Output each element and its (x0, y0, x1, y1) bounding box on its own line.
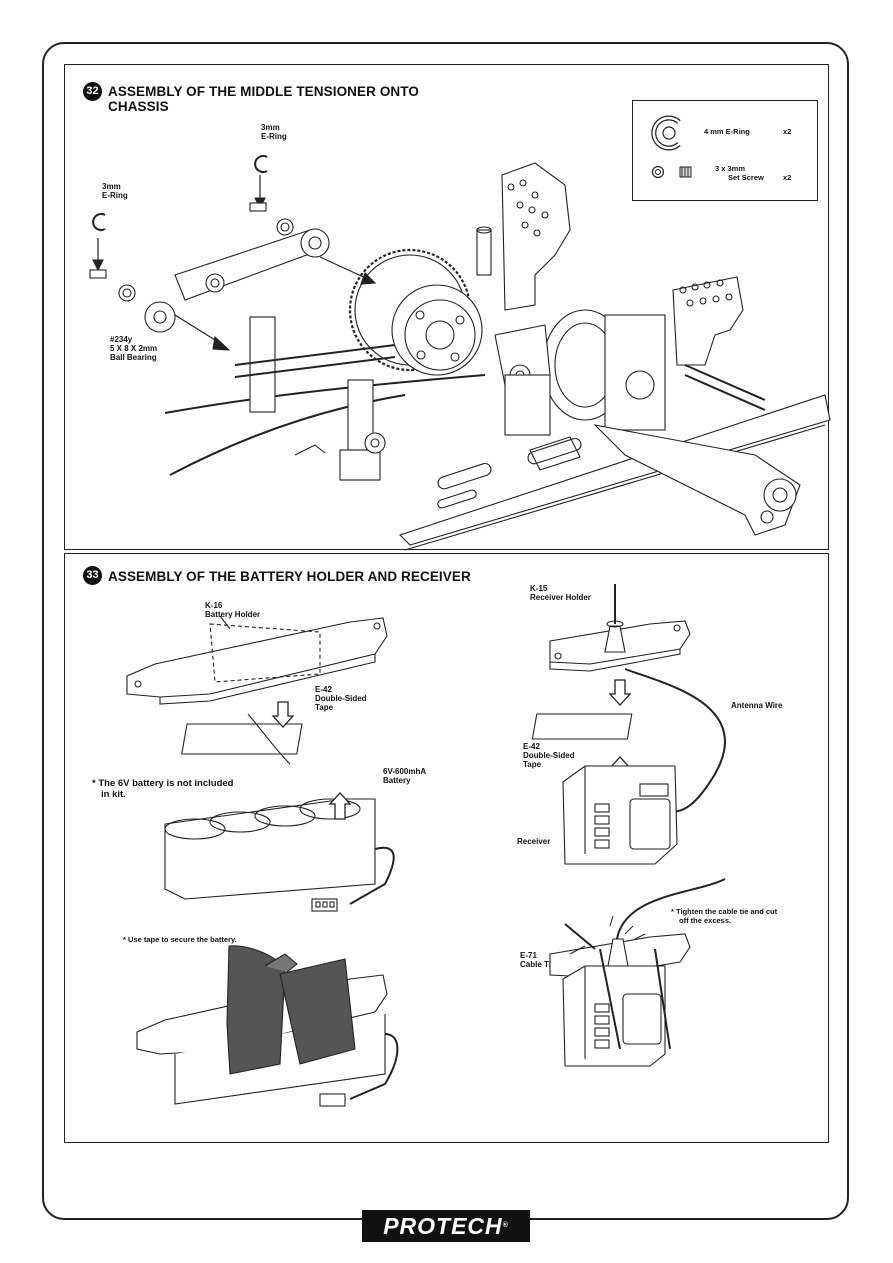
label-ering-left-size: 3mm (102, 182, 121, 191)
set-screw-icon (679, 166, 692, 178)
step32-panel: 32 ASSEMBLY OF THE MIDDLE TENSIONER ONTO… (64, 64, 831, 551)
label-receiver-holder: K-15 Receiver Holder (530, 584, 591, 602)
protech-logo: PROTECH® (362, 1210, 530, 1242)
receiver-holder-name: Receiver Holder (530, 593, 591, 602)
label-receiver: Receiver (517, 837, 551, 846)
battery-name: Battery (383, 776, 411, 785)
step32-parts-box: 4 mm E-Ring x2 3 x 3mm Set Screw x2 (632, 100, 818, 201)
battery-holder-code: K-16 (205, 601, 223, 610)
note-battery-line2: in kit. (101, 789, 126, 800)
note-use-tape: * Use tape to secure the battery. (123, 935, 237, 944)
battery-holder-plate (126, 617, 388, 698)
tape-left-code: E-42 (315, 685, 332, 694)
label-antenna-wire: Antenna Wire (731, 701, 783, 710)
label-ering-left-name: E-Ring (102, 191, 128, 200)
label-ering-top-size: 3mm (261, 123, 280, 132)
step33-panel: 33 ASSEMBLY OF THE BATTERY HOLDER AND RE… (64, 553, 829, 1143)
parts-ering-label: 4 mm E-Ring (704, 127, 750, 136)
label-ering-top-name: E-Ring (261, 132, 287, 141)
note-battery-line1: * The 6V battery is not included (92, 778, 234, 789)
tape-right-name-1: Double-Sided (523, 751, 575, 760)
registered-mark: ® (502, 1222, 509, 1229)
receiver-holder-code: K-15 (530, 584, 548, 593)
step32-title: ASSEMBLY OF THE MIDDLE TENSIONER ONTO CH… (108, 84, 419, 114)
label-bearing-code: #234y (110, 335, 133, 344)
parts-screw-qty: x2 (783, 173, 792, 182)
label-bearing-size: 5 X 8 X 2mm (110, 344, 158, 353)
tape-left-name-1: Double-Sided (315, 694, 367, 703)
step32-number-badge: 32 (83, 82, 102, 101)
tape-left-name-2: Tape (315, 703, 334, 712)
cable-tie-code: E-71 (520, 951, 537, 960)
battery-receiver-drawing (126, 584, 726, 1107)
chassis-assembly-drawing (89, 155, 831, 551)
step32-title-line1: ASSEMBLY OF THE MIDDLE TENSIONER ONTO (108, 84, 419, 99)
note-battery-not-included: * The 6V battery is not included in kit. (92, 778, 233, 800)
step33-title: ASSEMBLY OF THE BATTERY HOLDER AND RECEI… (108, 569, 471, 584)
label-ball-bearing: #234y 5 X 8 X 2mm Ball Bearing (110, 335, 157, 362)
tape-right-code: E-42 (523, 742, 540, 751)
parts-screw-label-2: Set Screw (728, 173, 764, 182)
cable-tie-name: Cable Tie (520, 960, 556, 969)
label-battery-holder: K-16 Battery Holder (205, 601, 260, 619)
label-ering-left: 3mm E-Ring (102, 182, 128, 200)
label-bearing-name: Ball Bearing (110, 353, 157, 362)
washer-icon (651, 165, 665, 179)
note-cable-tie-line2: off the excess. (679, 916, 732, 925)
step32-title-line2: CHASSIS (108, 99, 169, 114)
label-battery: 6V-600mhA Battery (383, 767, 426, 785)
battery-holder-name: Battery Holder (205, 610, 261, 619)
brand-text: PROTECH (383, 1213, 503, 1239)
parts-ering-qty: x2 (783, 127, 792, 136)
step33-number-badge: 33 (83, 566, 102, 585)
parts-screw-label-1: 3 x 3mm (715, 164, 746, 173)
tape-right-name-2: Tape (523, 760, 542, 769)
note-cable-tie-line1: * Tighten the cable tie and cut (671, 907, 778, 916)
battery-spec: 6V-600mhA (383, 767, 427, 776)
label-tape-left: E-42 Double-Sided Tape (315, 685, 367, 712)
label-tape-right: E-42 Double-Sided Tape (523, 742, 575, 769)
label-ering-top: 3mm E-Ring (261, 123, 287, 141)
e-ring-icon (651, 115, 681, 151)
label-cable-tie: E-71 Cable Tie (520, 951, 555, 969)
note-cable-tie: * Tighten the cable tie and cut off the … (671, 907, 777, 925)
